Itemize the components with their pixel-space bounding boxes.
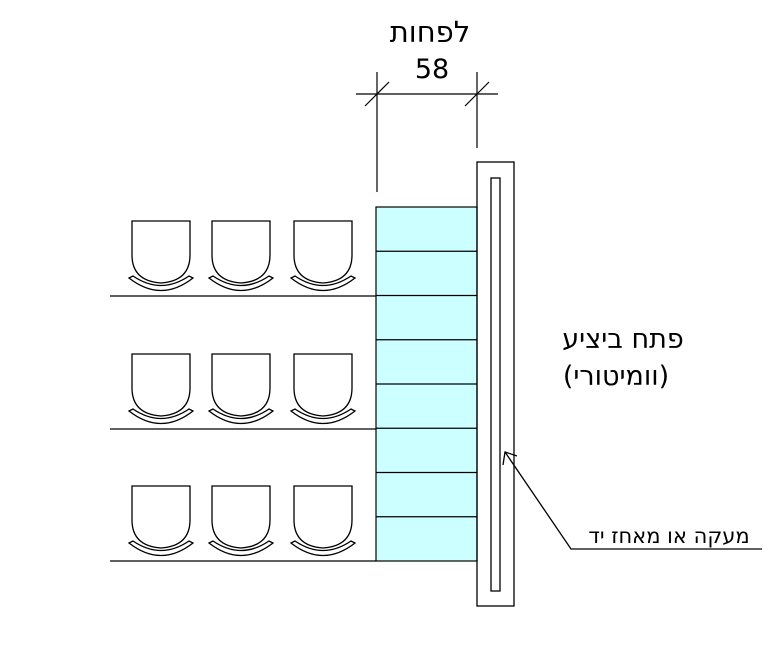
seat-front [289, 408, 357, 424]
seat [289, 485, 357, 556]
seat-shell [211, 485, 271, 549]
seat-shell [131, 353, 191, 417]
dimension-annotation [356, 72, 498, 192]
seat [127, 485, 195, 556]
seat-row [110, 220, 376, 297]
seat [207, 485, 275, 556]
seat-shell [293, 485, 353, 549]
seat-shell [211, 220, 271, 284]
seat-shell [211, 353, 271, 417]
seat-front [207, 275, 275, 291]
seat [207, 353, 275, 424]
seat [127, 353, 195, 424]
seat-front [289, 275, 357, 291]
seat-shell [131, 485, 191, 549]
vomitory-label-line1: פתח ביציע [562, 324, 683, 355]
leader-line [504, 451, 762, 550]
seat-front [127, 275, 195, 291]
railing-outer [476, 161, 515, 607]
vomitory-railing [476, 161, 515, 607]
seat [289, 220, 357, 291]
seat-front [127, 408, 195, 424]
seating-rows [110, 220, 376, 562]
dimension-label: לפחות [390, 15, 471, 49]
seat-shell [293, 353, 353, 417]
seat-row [110, 353, 376, 430]
tick-left [364, 81, 390, 107]
seat [207, 220, 275, 291]
railing-leader [502, 451, 762, 550]
railing-label: מעקה או מאחז יד [588, 524, 749, 548]
railing-inner [490, 177, 501, 592]
tick-right [464, 81, 490, 107]
seat-front [207, 408, 275, 424]
seat-row [110, 485, 376, 562]
seat-front [289, 540, 357, 556]
dimension-value: 58 [415, 54, 449, 85]
aisle-stairs [375, 206, 478, 562]
seat [289, 353, 357, 424]
leader-arrowhead [502, 451, 518, 466]
seat [127, 220, 195, 291]
seat-front [127, 540, 195, 556]
seat-shell [131, 220, 191, 284]
vomitory-label-line2: (וומיטורי) [563, 361, 669, 392]
seat-front [207, 540, 275, 556]
seat-shell [293, 220, 353, 284]
